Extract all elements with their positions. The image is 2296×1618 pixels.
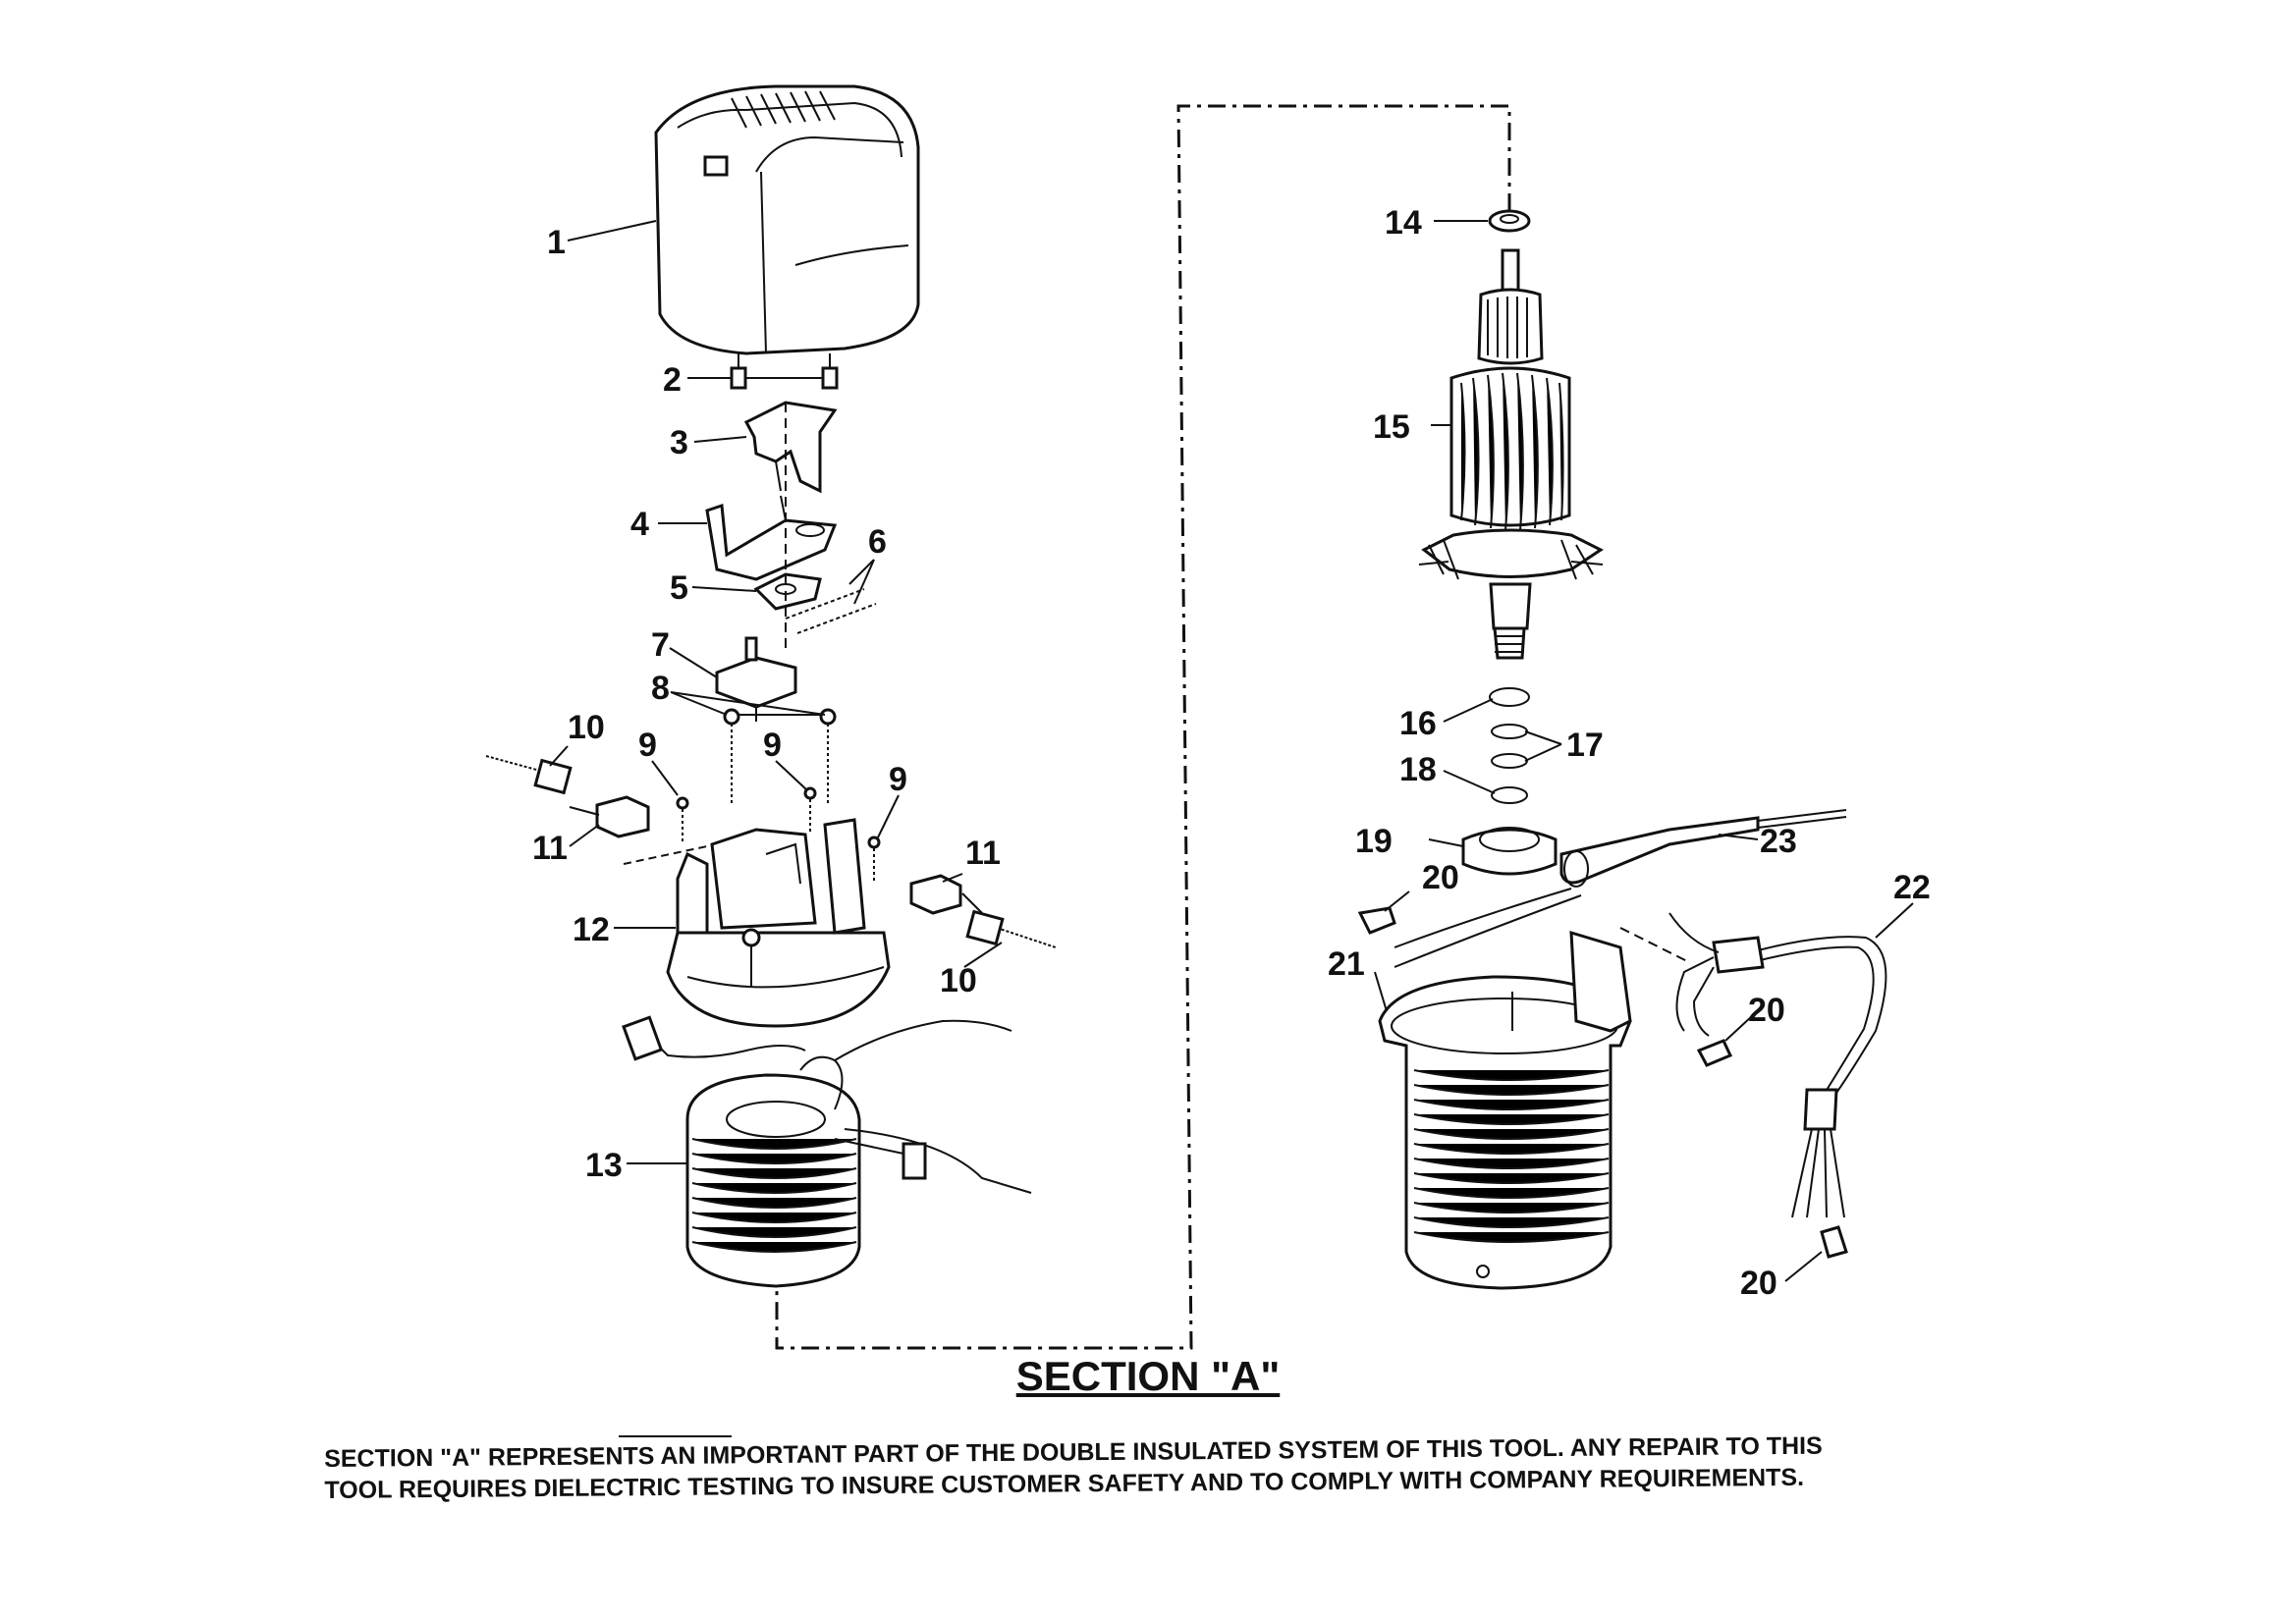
part-23-cord-guard — [1559, 809, 1847, 888]
callout-7: 7 — [651, 626, 670, 664]
callout-9-right: 9 — [889, 761, 907, 798]
part-17-washers — [1491, 724, 1528, 769]
callout-9-left: 9 — [638, 727, 657, 764]
part-16-retaining-ring — [1489, 687, 1530, 707]
callout-20-middle: 20 — [1748, 992, 1785, 1029]
callout-14: 14 — [1385, 204, 1422, 242]
callout-19: 19 — [1355, 823, 1393, 860]
part-21-motor-housing — [1378, 930, 1632, 1290]
callout-21: 21 — [1328, 945, 1365, 983]
part-20-wire-nuts — [1357, 906, 1848, 1259]
part-6-springs — [785, 588, 877, 634]
callout-12: 12 — [573, 911, 610, 948]
part-22-power-cord — [1619, 912, 1887, 1218]
callout-4: 4 — [630, 506, 649, 543]
callout-22: 22 — [1893, 869, 1931, 906]
callout-2: 2 — [663, 361, 682, 399]
callout-11-left: 11 — [532, 830, 568, 867]
part-13-field-coil — [622, 1015, 1032, 1288]
callout-11-right: 11 — [965, 835, 1001, 872]
callout-6: 6 — [868, 523, 887, 561]
callout-17: 17 — [1566, 727, 1604, 764]
part-3-switch-cover — [743, 401, 838, 494]
part-1-housing-cap — [654, 84, 920, 355]
callout-18: 18 — [1399, 751, 1437, 788]
callout-20-top: 20 — [1422, 859, 1459, 896]
part-8-long-screws — [723, 708, 837, 805]
part-12-switch-housing — [666, 818, 891, 1028]
part-14-top-bearing — [1488, 209, 1531, 233]
callout-labels: 1 2 3 4 5 6 7 8 9 9 9 10 10 11 11 12 13 … — [532, 204, 1931, 1302]
callout-23: 23 — [1760, 823, 1797, 860]
part-18-ring — [1491, 786, 1528, 804]
leader-lines — [549, 220, 1914, 1282]
callout-3: 3 — [670, 424, 688, 461]
callout-13: 13 — [585, 1147, 623, 1184]
section-a-boundary — [775, 104, 1511, 1350]
callout-9-middle: 9 — [763, 727, 782, 764]
section-title: SECTION "A" — [1015, 1353, 1281, 1399]
part-5-slide-plate — [753, 572, 822, 611]
part-11-brush-holders — [569, 795, 983, 915]
part-9-small-screws — [676, 786, 881, 884]
callout-5: 5 — [670, 569, 688, 607]
callout-16: 16 — [1399, 705, 1437, 742]
part-19-lower-bearing — [1461, 827, 1558, 876]
callout-15: 15 — [1373, 408, 1410, 446]
part-7-switch — [715, 636, 797, 722]
callout-8: 8 — [651, 670, 670, 707]
part-15-armature — [1418, 248, 1604, 660]
callout-1: 1 — [547, 224, 566, 261]
callout-10-right: 10 — [940, 962, 977, 999]
callout-10-left: 10 — [568, 709, 605, 746]
part-2-post-pair — [730, 353, 839, 390]
part-10-brushes — [485, 755, 1057, 948]
callout-20-bottom: 20 — [1740, 1265, 1777, 1302]
part-4-actuator-bracket — [705, 495, 838, 581]
